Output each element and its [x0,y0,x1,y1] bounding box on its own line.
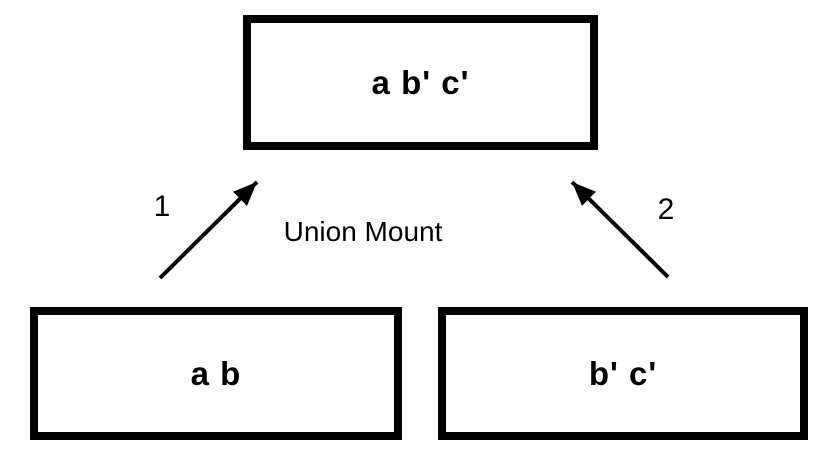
node-lower-layer: a b [30,307,402,440]
arrow-1-label: 1 [153,190,171,223]
arrow-1 [158,180,259,280]
arrow-2-label: 2 [657,193,675,226]
node-merged-view-label: a b' c' [371,63,470,101]
node-lower-layer-label: a b [190,354,242,392]
arrow-2 [570,180,670,279]
node-upper-layer-label: b' c' [588,354,658,392]
union-mount-label: Union Mount [283,216,443,247]
node-merged-view: a b' c' [243,15,598,150]
node-upper-layer: b' c' [438,307,808,440]
